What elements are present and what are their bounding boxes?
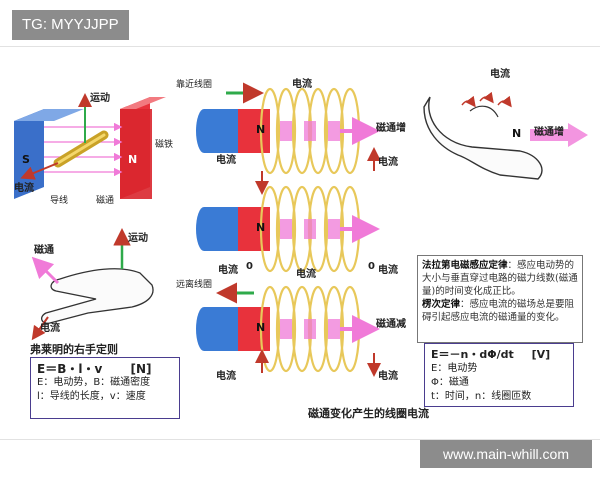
coil2-current-left: 电流 [218,265,238,276]
gen-pole-s: S [22,153,30,166]
faraday-title: 法拉第电磁感应定律 [422,260,508,271]
coil1-flux-label: 磁通增 [376,123,406,134]
faraday-line3: t：时间，n：线圈匝数 [431,391,532,402]
faraday-lenz-box: 法拉第电磁感应定律：感应电动势的大小与垂直穿过电路的磁力线数(磁通量)的时间变化… [417,255,583,343]
coil-approach-label: 靠近线圈 [176,80,213,90]
hand-current-label: 电流 [490,69,510,80]
faraday-unit: [V] [531,348,551,361]
coil3-current-left: 电流 [216,371,236,382]
generator-illustration [14,93,166,199]
right-hand-illustration [31,228,154,341]
watermark-top: TG: MYYJJPP [12,10,129,40]
coil-row-1 [196,82,381,195]
rhr-line2: l：导线的长度，v：速度 [37,391,146,402]
gen-wire-label: 导线 [50,196,69,206]
coil-windings-1 [259,87,361,175]
coil3-current-right: 电流 [378,371,398,382]
faraday-formula-box: E＝－n・dΦ/dt [V] E：电动势 Φ：磁通 t：时间，n：线圈匝数 [424,343,574,407]
gen-flux-label: 磁通 [96,196,115,206]
coil2-zero-right: 0 [368,261,375,272]
current-arrow [20,162,59,180]
coil2-zero-left: 0 [246,261,253,272]
gen-magnet-label: 磁铁 [155,140,174,150]
coil1-current-left: 电流 [216,155,236,166]
coil1-current-top: 电流 [292,79,312,90]
coil2-pole-n: N [256,221,266,234]
coils-caption: 磁通变化产生的线圈电流 [308,407,429,420]
rhr-motion-label: 运动 [128,233,148,244]
hand-top-illustration [423,91,588,180]
coil-row-3 [196,282,381,377]
coil-row-2 [196,185,380,273]
flux-arrow-top [530,123,588,147]
faraday-text: ：感应电动势的大小与垂直穿过电路的磁力线数(磁通量)的时间变化成正比。 [422,260,578,297]
magnet-n-top [120,97,166,109]
coil1-pole-n: N [256,123,266,136]
coil1-current-right: 电流 [378,157,398,168]
rhr-current-label: 电流 [40,323,60,334]
hand-pole-n: N [512,127,522,140]
generator-flux-lines [44,122,123,177]
watermark-bottom: www.main-whill.com [420,440,592,468]
faraday-line1: E：电动势 [431,363,478,374]
diagram-panel: 运动 S N 磁铁 电流 导线 磁通 运动 磁通 电流 弗莱明的右手定则 E＝B… [0,46,600,440]
coil3-flux-label: 磁通减 [376,319,406,330]
hand-flux-label: 磁通增 [534,127,564,138]
rhr-formula: E＝B・l・v [37,362,103,376]
diagram-graphics [14,82,588,377]
faraday-line2: Φ：磁通 [431,377,469,388]
rhr-flux-label: 磁通 [34,245,54,256]
gen-pole-n: N [128,153,138,166]
gen-motion-label: 运动 [90,93,110,104]
rhr-unit: [N] [130,362,152,376]
lenz-text: ：感应电流的磁场总是要阻碍引起感应电流的磁通量的变化。 [422,299,575,323]
rhr-title: 弗莱明的右手定则 [30,343,118,356]
coil-away-label: 远离线圈 [176,280,213,290]
rhr-formula-box: E＝B・l・v [N] E：电动势，B：磁通密度 l：导线的长度，v：速度 [30,357,180,419]
coil2-current-right: 电流 [378,265,398,276]
coil3-pole-n: N [256,321,266,334]
magnet-n-face [120,109,152,199]
lenz-title: 楞次定律 [422,299,461,310]
magnet-s-top [14,109,84,121]
rhr-line1: E：电动势，B：磁通密度 [37,377,151,388]
faraday-formula: E＝－n・dΦ/dt [431,348,514,361]
gen-current-label: 电流 [14,183,34,194]
coil2-current-mid: 电流 [296,269,316,280]
